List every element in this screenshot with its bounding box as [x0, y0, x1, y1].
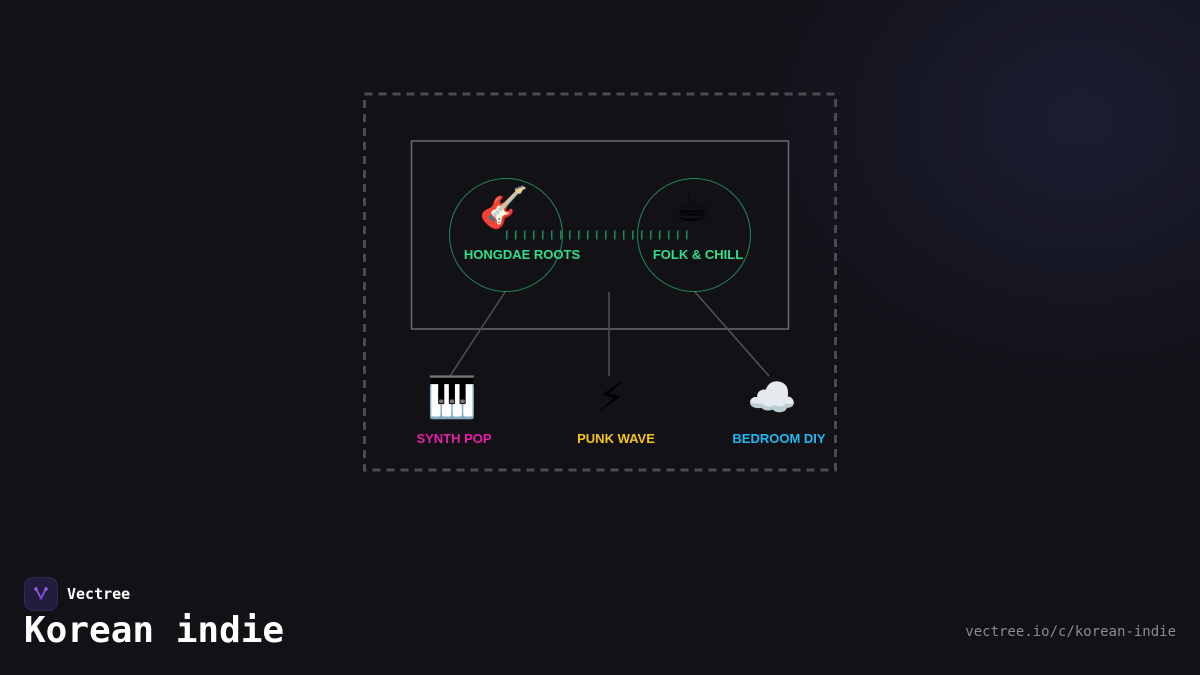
cloud-icon: ☁️ [747, 375, 797, 421]
guitar-icon: 🎸 [479, 185, 529, 231]
piano-keys-icon: 🎹 [427, 375, 477, 421]
share-url: vectree.io/c/korean-indie [965, 624, 1176, 640]
brand: Vectree [24, 577, 130, 611]
page-title: Korean indie [24, 610, 285, 651]
node-circle-folk-chill [637, 178, 751, 292]
node-circle-hongdae-roots [449, 178, 563, 292]
node-label-synth-pop: SYNTH POP [416, 431, 492, 446]
coffee-icon: ☕ [674, 185, 710, 231]
node-label-folk-chill: FOLK & CHILL [652, 247, 744, 262]
node-label-hongdae-roots: HONGDAE ROOTS [463, 247, 581, 262]
lightning-icon: ⚡ [596, 375, 626, 421]
node-label-bedroom-diy: BEDROOM DIY [732, 431, 826, 446]
brand-name: Vectree [67, 585, 131, 603]
connector-synth-pop [449, 291, 506, 377]
outer-dashed-frame [363, 92, 837, 472]
node-label-punk-wave: PUNK WAVE [577, 431, 655, 446]
vectree-logo-icon [24, 577, 58, 611]
connector-bedroom-diy [694, 291, 770, 377]
inner-frame [410, 140, 790, 330]
